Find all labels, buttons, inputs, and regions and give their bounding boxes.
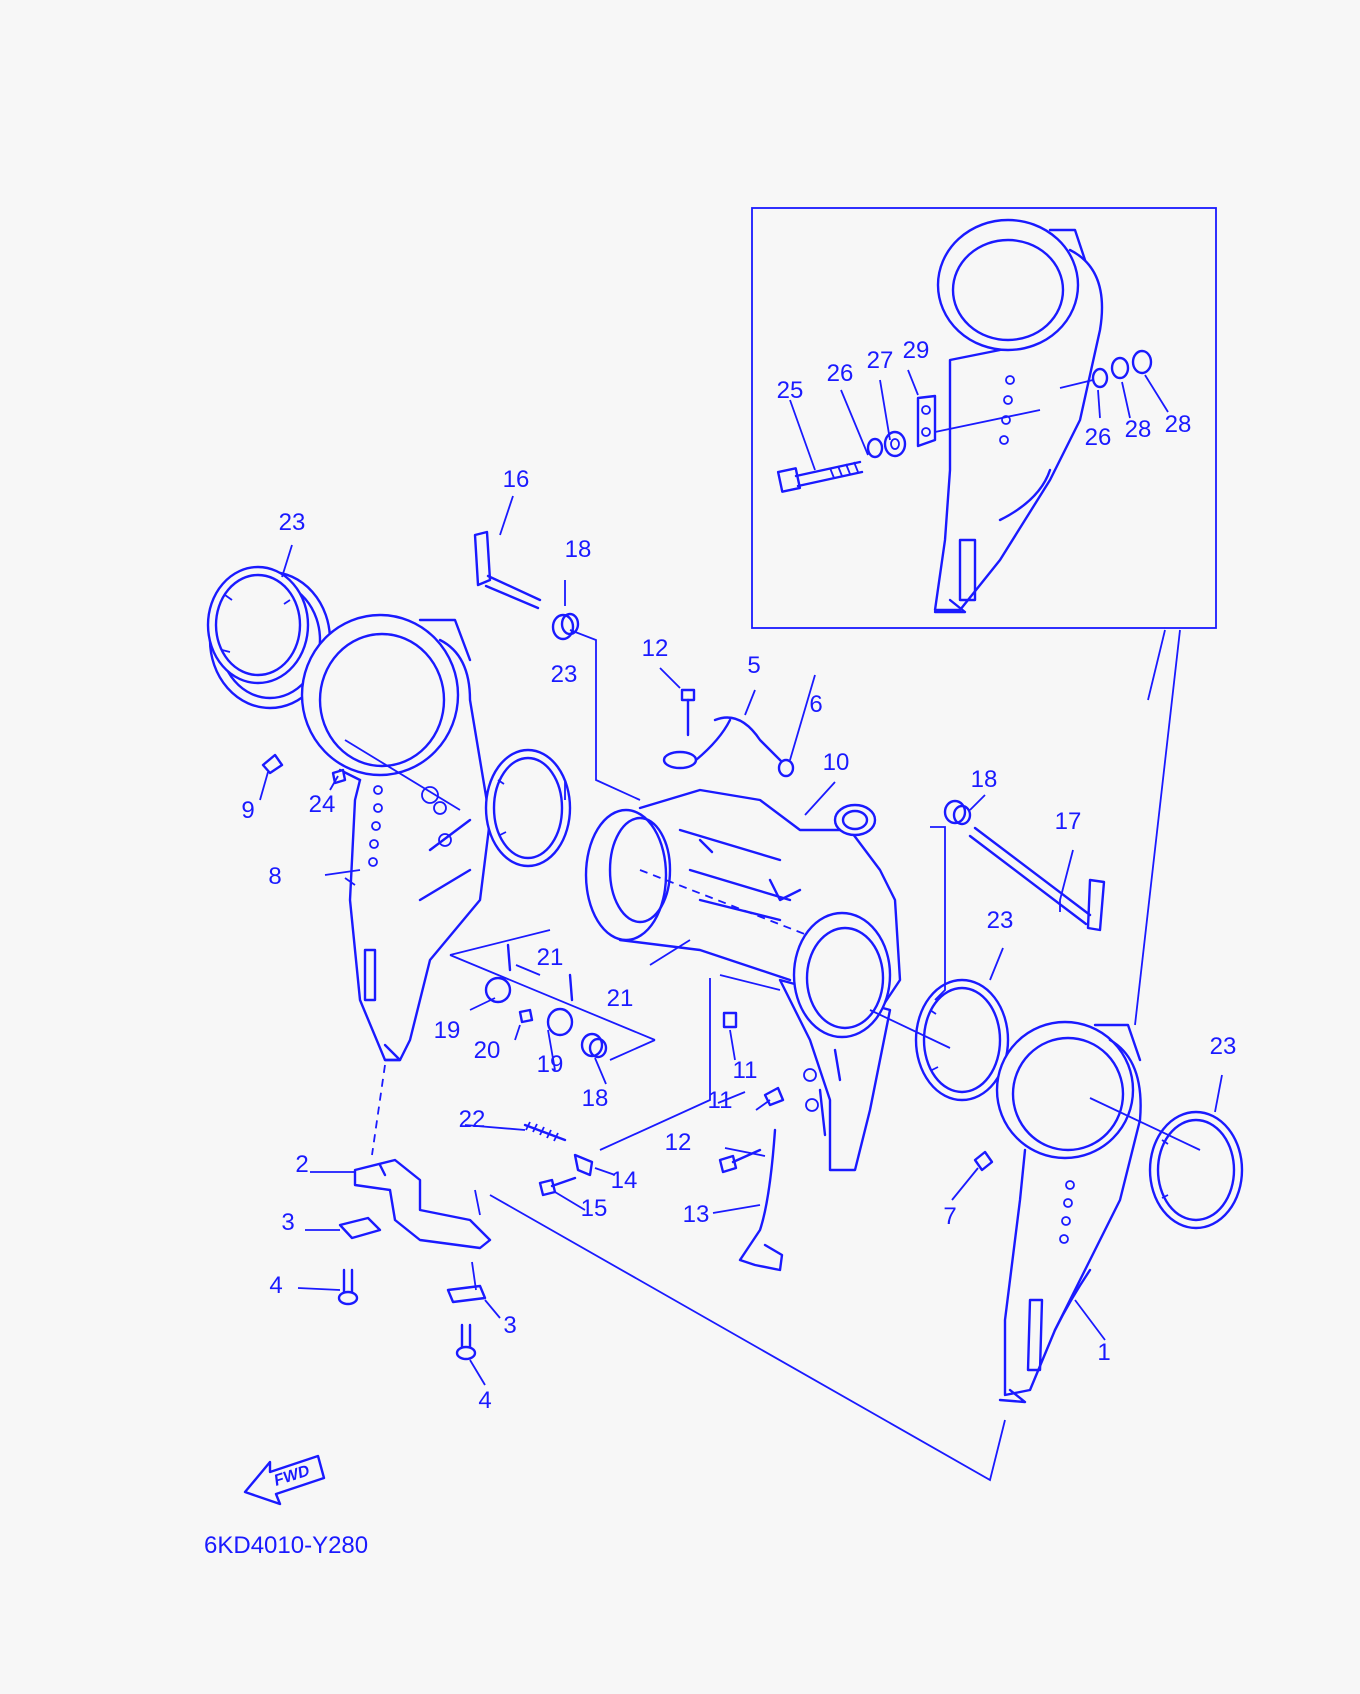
- callout-10: 10: [823, 749, 850, 776]
- callout-15: 15: [581, 1195, 608, 1222]
- callout-9: 9: [241, 797, 254, 824]
- inset-detail-frame: [751, 207, 1217, 629]
- callout-29: 29: [903, 337, 930, 364]
- callout-17: 17: [1055, 808, 1082, 835]
- inset-bracket-arm-drawing: [933, 218, 1104, 614]
- callout-13: 13: [683, 1201, 710, 1228]
- nut-18-bottom-drawing: [580, 1032, 608, 1059]
- callout-23: 23: [987, 907, 1014, 934]
- bolt-4-left-drawing: [337, 1268, 359, 1306]
- main-housing-drawing: [584, 788, 902, 1172]
- bracket-2-drawing: [353, 1158, 492, 1250]
- callout-labels: 1233445678910111112121314151617181818191…: [241, 337, 1236, 1414]
- plate-3-right-drawing: [446, 1284, 487, 1304]
- inset-bolt-drawing: [776, 349, 1153, 493]
- callout-20: 20: [474, 1037, 501, 1064]
- fwd-arrow-icon: FWD: [243, 1454, 326, 1506]
- ring-23-far-right-drawing: [1148, 1110, 1244, 1230]
- callout-2: 2: [295, 1151, 308, 1178]
- callout-23: 23: [279, 509, 306, 536]
- callout-18: 18: [582, 1085, 609, 1112]
- callout-5: 5: [747, 652, 760, 679]
- callout-3: 3: [281, 1209, 294, 1236]
- nut-18-right-drawing: [943, 799, 972, 826]
- callout-27: 27: [867, 347, 894, 374]
- callout-14: 14: [611, 1167, 638, 1194]
- ring-23-center-drawing: [484, 748, 572, 868]
- callout-16: 16: [503, 466, 530, 493]
- callout-12: 12: [665, 1129, 692, 1156]
- callout-11: 11: [733, 1057, 758, 1084]
- ring-23-right-drawing: [914, 978, 1010, 1102]
- callout-6: 6: [809, 691, 822, 718]
- clip-14-drawing: [573, 1153, 594, 1177]
- pin-17-drawing: [968, 826, 1106, 932]
- callout-7: 7: [943, 1203, 956, 1230]
- bolt-4-right-drawing: [455, 1323, 477, 1361]
- bushing-group-drawing: [449, 929, 656, 1061]
- callout-11: 11: [708, 1087, 733, 1114]
- drawing-code: 6KD4010-Y280: [204, 1532, 368, 1559]
- nut-18-top-drawing: [551, 612, 580, 641]
- callout-18: 18: [565, 536, 592, 563]
- callout-12: 12: [642, 635, 669, 662]
- callout-23: 23: [1210, 1033, 1237, 1060]
- callout-19: 19: [537, 1051, 564, 1078]
- right-bracket-arm-drawing: [995, 1020, 1142, 1404]
- callout-1: 1: [1097, 1339, 1110, 1366]
- callout-19: 19: [434, 1017, 461, 1044]
- callout-28: 28: [1125, 416, 1152, 443]
- plate-3-left-drawing: [338, 1216, 382, 1240]
- leader-lines: [259, 369, 1223, 1482]
- callout-4: 4: [478, 1387, 491, 1414]
- callout-18: 18: [971, 766, 998, 793]
- callout-21: 21: [537, 944, 564, 971]
- callout-8: 8: [268, 863, 281, 890]
- callout-25: 25: [777, 377, 804, 404]
- callout-3: 3: [503, 1312, 516, 1339]
- callout-4: 4: [269, 1272, 282, 1299]
- callout-26: 26: [827, 360, 854, 387]
- callout-23: 23: [551, 661, 578, 688]
- callout-21: 21: [607, 985, 634, 1012]
- callout-24: 24: [309, 791, 336, 818]
- callout-28: 28: [1165, 411, 1192, 438]
- spring-22-drawing: [523, 1121, 567, 1142]
- ring-23-left-drawing: [206, 565, 310, 685]
- callout-22: 22: [459, 1106, 486, 1133]
- pin-16-drawing: [473, 530, 542, 610]
- wire-13-drawing: [738, 1128, 784, 1272]
- callout-26: 26: [1085, 424, 1112, 451]
